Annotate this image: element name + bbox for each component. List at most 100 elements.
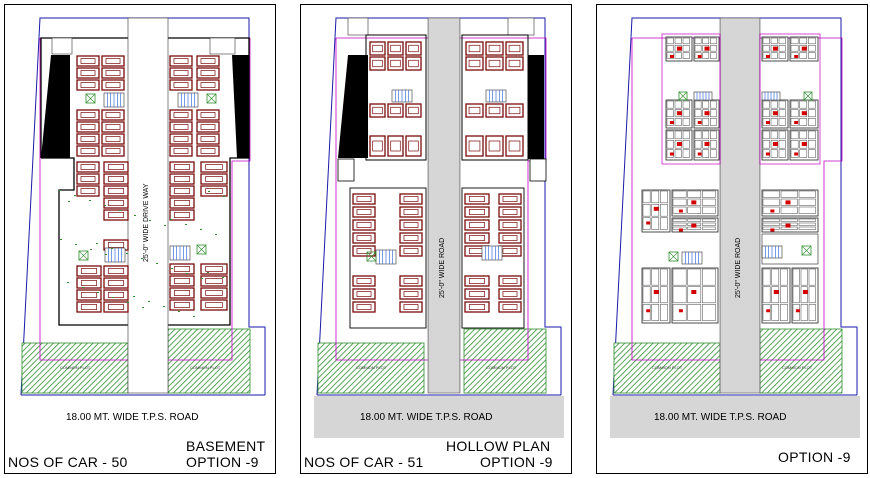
room [682, 45, 690, 52]
front-road-label-hollow: 18.00 MT. WIDE T.P.S. ROAD [360, 412, 493, 423]
car-body [173, 136, 189, 142]
room [702, 206, 716, 214]
car-space [505, 103, 524, 118]
margin-line [631, 37, 843, 361]
lift-box [668, 251, 679, 262]
car-body [372, 59, 383, 68]
car-space [76, 121, 100, 133]
fixture-mark [794, 152, 799, 156]
lift-cross [85, 93, 96, 104]
margin-line [335, 37, 547, 361]
car-body [502, 196, 518, 202]
car-body [372, 106, 383, 115]
room [694, 100, 702, 109]
car-count-label: NOS OF CAR - 50 [8, 454, 128, 470]
car-body [173, 82, 189, 88]
plan-title: BASEMENT [186, 438, 266, 454]
car-body [173, 266, 191, 272]
plant-mark [59, 190, 61, 191]
ramp-left [338, 55, 368, 158]
car-body [390, 106, 401, 115]
room [710, 45, 717, 52]
car-body [390, 44, 401, 53]
ramp-entry [209, 37, 236, 55]
fixture-mark [766, 309, 771, 313]
plant-mark [178, 311, 180, 312]
car-body [468, 304, 486, 310]
car-space [169, 67, 193, 79]
car-body [502, 235, 518, 241]
car-space [498, 232, 522, 244]
car-space [196, 109, 220, 121]
fixture-mark [646, 221, 651, 225]
car-body [105, 148, 121, 154]
car-space [76, 133, 100, 145]
car-body [107, 242, 125, 248]
room [762, 222, 780, 226]
room [778, 45, 786, 52]
car-body [107, 212, 125, 218]
room [798, 218, 816, 222]
car-space [464, 301, 490, 313]
room [660, 268, 668, 286]
room [672, 304, 687, 321]
fixture-mark [765, 152, 770, 156]
car-body [468, 140, 481, 152]
tower-block [365, 34, 427, 161]
car-space [352, 245, 376, 257]
room [770, 52, 778, 59]
room [762, 100, 770, 109]
room [799, 100, 808, 109]
common-plot-garden [759, 328, 843, 394]
lift-box [678, 91, 688, 101]
room [798, 190, 816, 198]
fixture-mark [678, 228, 683, 232]
car-space [498, 193, 522, 205]
lift-cross [366, 251, 377, 262]
fixture-mark [772, 111, 778, 116]
car-space [76, 109, 100, 121]
plant-mark [164, 225, 166, 226]
lobby [761, 233, 819, 265]
plant-mark [207, 272, 209, 273]
plant-mark [200, 229, 202, 230]
car-body [468, 209, 486, 215]
car-space [76, 67, 100, 79]
site-boundary [612, 17, 858, 396]
fixture-mark [802, 290, 808, 294]
car-space [498, 206, 522, 218]
room [672, 218, 687, 222]
room [790, 37, 799, 45]
room [778, 149, 786, 158]
basement-outline [40, 37, 250, 326]
fixture-mark [697, 152, 702, 156]
car-body [80, 124, 96, 130]
room [778, 37, 786, 45]
option-label: OPTION -9 [778, 449, 851, 465]
fixture-mark [697, 121, 702, 124]
car-space [399, 301, 423, 313]
car-body [408, 59, 419, 68]
room [770, 130, 778, 140]
car-body [403, 222, 419, 228]
room [770, 100, 778, 109]
tower-block-lower [349, 187, 427, 329]
fixture-mark [669, 121, 674, 124]
fixture-mark [676, 111, 682, 116]
room [660, 204, 668, 217]
car-space [399, 245, 423, 257]
car-space [101, 121, 125, 133]
car-body [173, 200, 191, 206]
car-space [505, 56, 524, 71]
room [687, 206, 702, 214]
drive-way-label-hollow: 25'-0" WIDE ROAD [439, 237, 446, 298]
car-space [103, 197, 129, 209]
fixture-mark [704, 46, 710, 51]
common-plot-label: COMMON PLOT [190, 365, 221, 370]
room [762, 45, 770, 52]
common-plot-label: COMMON PLOT [356, 365, 387, 370]
car-body [80, 280, 98, 286]
room [808, 268, 816, 286]
car-space [465, 56, 484, 71]
room [780, 286, 788, 304]
